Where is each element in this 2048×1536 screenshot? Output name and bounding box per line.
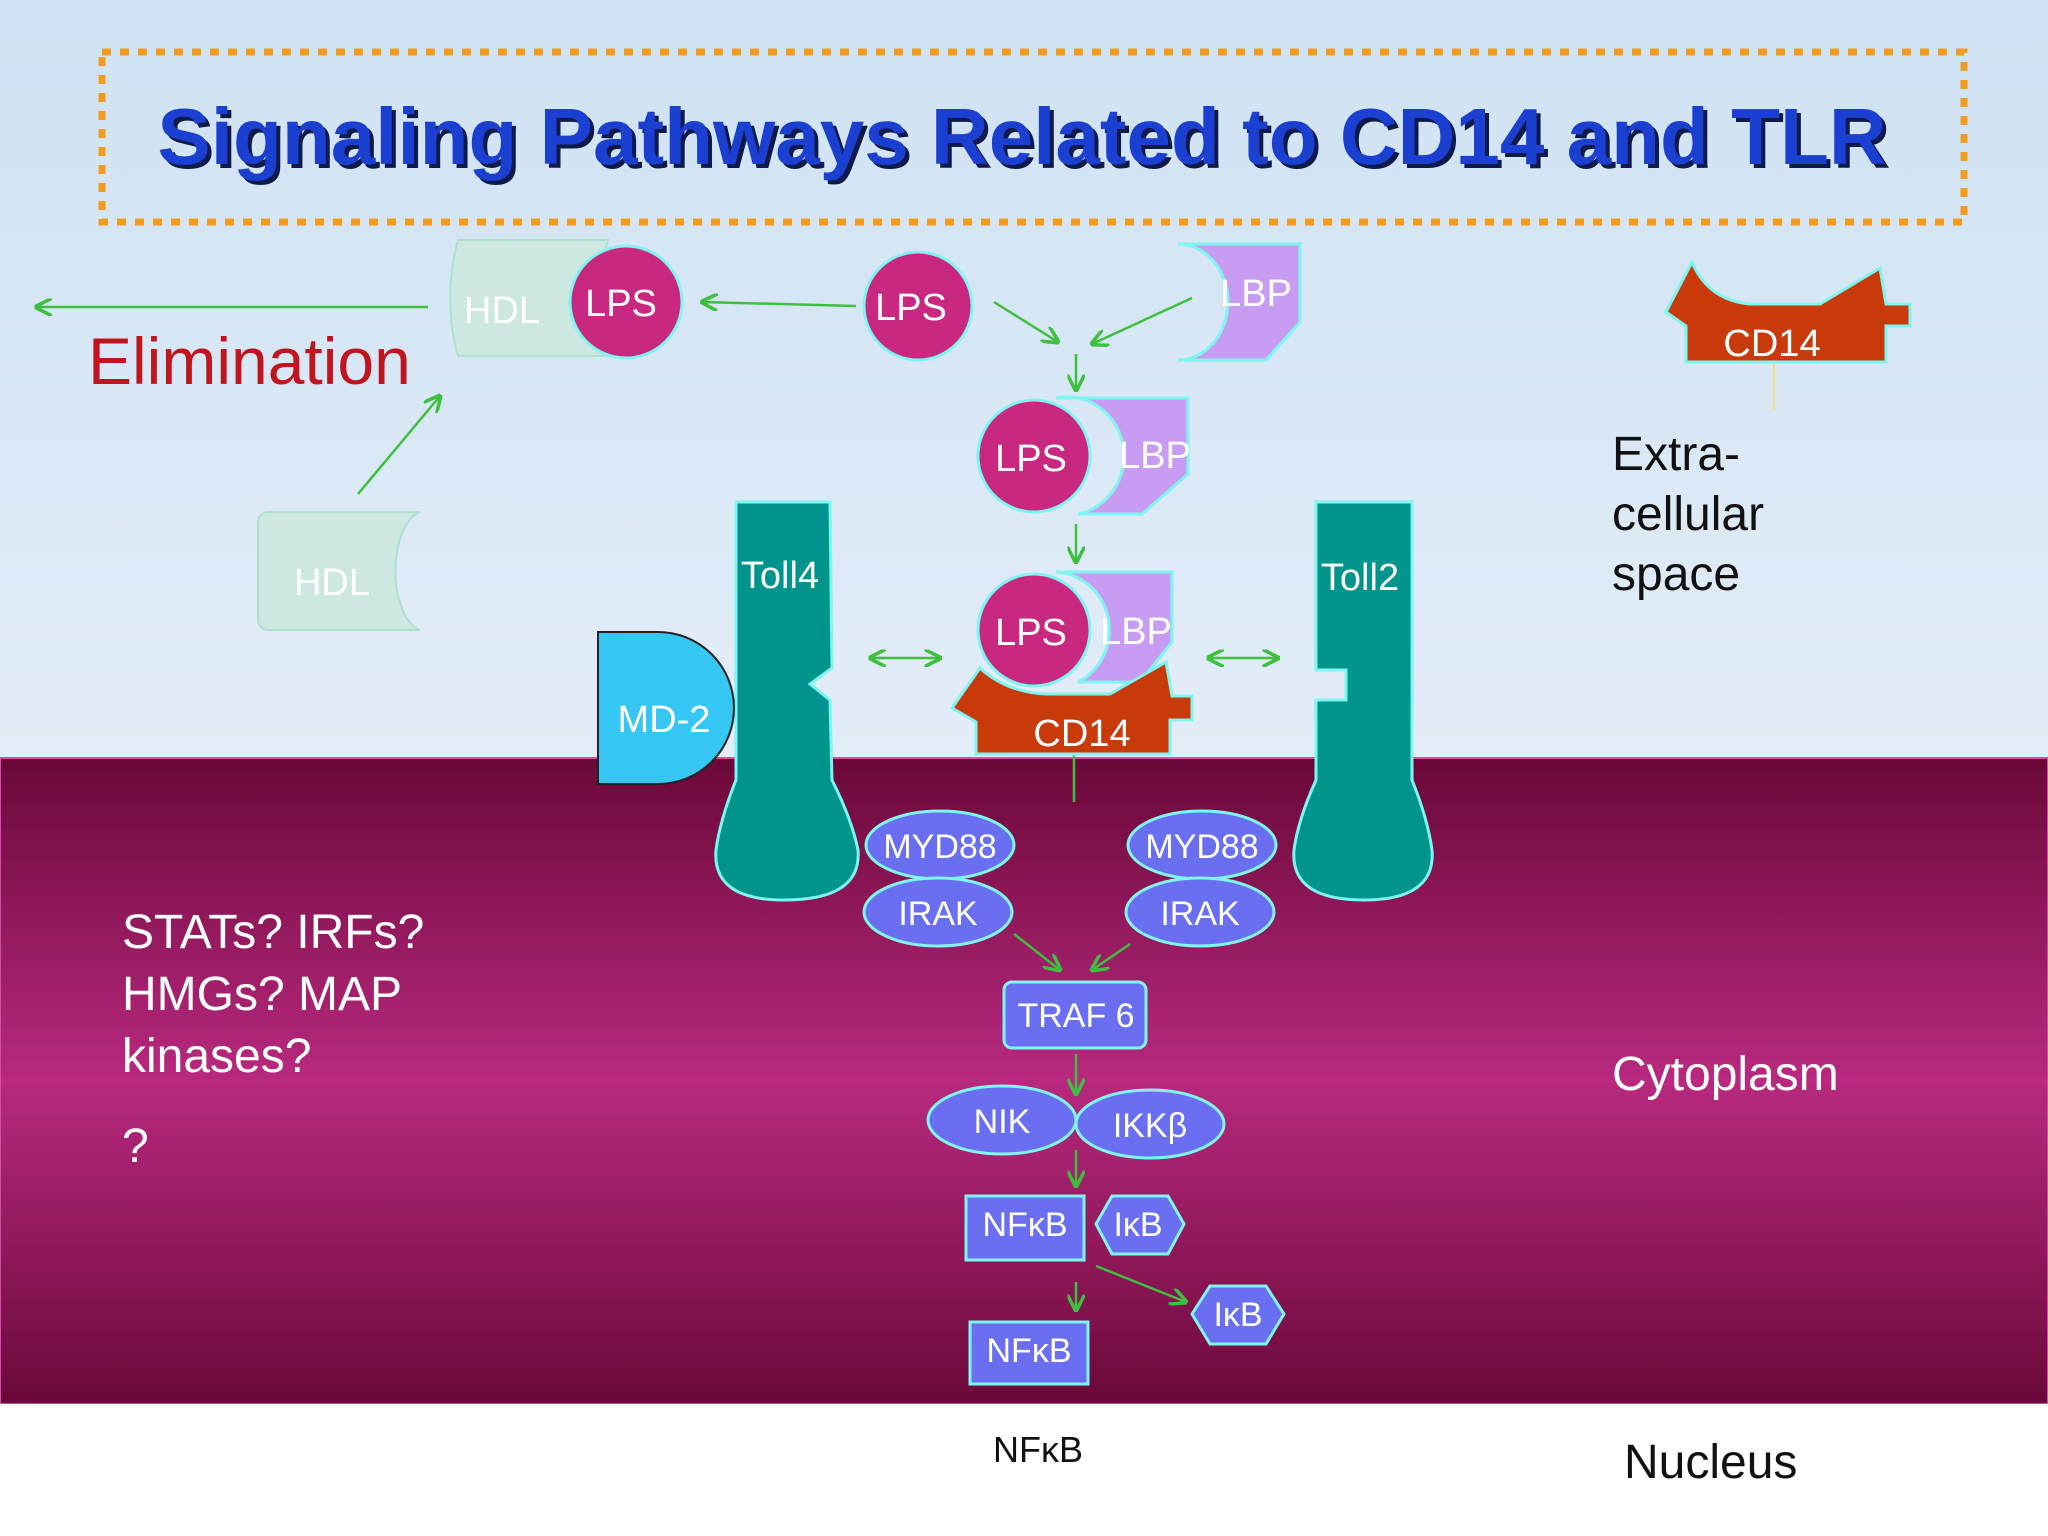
hdl-lps-complex: HDL LPS bbox=[449, 239, 684, 360]
question-line-1: STATs? IRFs? bbox=[122, 906, 424, 959]
toll2-label: Toll2 bbox=[1321, 557, 1399, 599]
myd88-right-label: MYD88 bbox=[1145, 828, 1258, 866]
title-box bbox=[98, 48, 1968, 226]
lps-free: LPS bbox=[862, 250, 974, 362]
elimination-label: Elimination bbox=[88, 324, 411, 398]
nik-label: NIK bbox=[974, 1103, 1031, 1141]
hdl-free: HDL bbox=[257, 511, 421, 631]
arrow-irak-left bbox=[1013, 933, 1060, 970]
arrow-lbp-down bbox=[1092, 296, 1193, 344]
title-shadow: Signaling Pathways Related to CD14 and T… bbox=[161, 96, 1890, 185]
toll2-receptor: Toll2 bbox=[1292, 500, 1434, 902]
arrow-irak-right bbox=[1092, 942, 1131, 970]
lbp-membrane-shape bbox=[1055, 570, 1174, 684]
lbp-free: LBP bbox=[1177, 242, 1302, 362]
arrows bbox=[36, 298, 1278, 1310]
nfkb-free-box bbox=[968, 1320, 1090, 1386]
nucleus-label: Nucleus bbox=[1624, 1436, 1797, 1489]
nfkb-cyto-label: NFκB bbox=[983, 1206, 1068, 1244]
arrow-lps-down bbox=[993, 300, 1058, 342]
lps-lbp-complex: LBP LPS bbox=[976, 395, 1191, 516]
signaling-proteins bbox=[862, 809, 1286, 1386]
lps-bound-hdl bbox=[568, 244, 684, 360]
extracellular-line-3: space bbox=[1612, 548, 1740, 601]
nfkb-cyto-box bbox=[964, 1194, 1086, 1262]
arrow-ikb-release bbox=[1095, 1264, 1186, 1302]
traf6-box bbox=[1002, 980, 1148, 1050]
cytoplasm-label: Cytoplasm bbox=[1612, 1048, 1839, 1101]
cytoplasm-region bbox=[0, 757, 2048, 1405]
extracellular-line-1: Extra- bbox=[1612, 428, 1740, 481]
cd14-free: CD14 bbox=[1664, 258, 1912, 365]
lbp-membrane-label: LBP bbox=[1100, 611, 1172, 653]
extracellular-line-2: cellular bbox=[1612, 488, 1764, 541]
lbp-complex-shape bbox=[1055, 395, 1190, 516]
cd14-free-label: CD14 bbox=[1723, 323, 1820, 365]
question-line-2: HMGs? MAP bbox=[122, 968, 401, 1021]
irak-right bbox=[1124, 876, 1276, 948]
myd88-left-label: MYD88 bbox=[883, 828, 996, 866]
lps-complex-label: LPS bbox=[995, 438, 1067, 480]
md2-label: MD-2 bbox=[618, 699, 711, 741]
lps-free-label: LPS bbox=[875, 287, 947, 329]
lps-membrane-circle bbox=[976, 572, 1092, 688]
traf6-label: TRAF 6 bbox=[1017, 997, 1134, 1035]
lbp-complex-label: LBP bbox=[1119, 435, 1191, 477]
ikb-bound-hex bbox=[1094, 1194, 1186, 1256]
toll2-shape bbox=[1292, 500, 1434, 902]
signaling-protein-labels: MYD88 IRAK MYD88 IRAK TRAF 6 NIK IKKβ NF… bbox=[883, 828, 1262, 1370]
question-line-3: kinases? bbox=[122, 1030, 311, 1083]
ikb-free-label: IκB bbox=[1213, 1296, 1262, 1334]
hdl-label-top: HDL bbox=[464, 290, 540, 332]
cd14-membrane-label: CD14 bbox=[1033, 713, 1130, 755]
lbp-free-label: LBP bbox=[1220, 273, 1292, 315]
toll4-receptor: Toll4 bbox=[714, 500, 860, 902]
toll4-label: Toll4 bbox=[741, 555, 819, 597]
lps-lbp-cd14-complex: LBP CD14 LPS bbox=[949, 570, 1194, 756]
lps-complex-circle bbox=[976, 398, 1092, 514]
arrow-lps-to-hdl bbox=[702, 302, 857, 306]
irak-left bbox=[862, 876, 1014, 948]
irak-left-label: IRAK bbox=[898, 895, 978, 933]
hdl-label-lower: HDL bbox=[294, 562, 370, 604]
ikb-free-hex bbox=[1190, 1284, 1286, 1346]
nfkb-free-label: NFκB bbox=[987, 1332, 1072, 1370]
md2-protein: MD-2 bbox=[597, 631, 735, 785]
cd14-membrane-shape bbox=[949, 659, 1194, 756]
question-mark: ? bbox=[122, 1120, 149, 1173]
ikkb-ellipse bbox=[1074, 1088, 1226, 1160]
cd14-free-shape bbox=[1664, 258, 1912, 364]
hdl-shape-lower bbox=[257, 511, 421, 631]
nfkb-nucleus-label: NFκB bbox=[993, 1429, 1083, 1470]
nucleus-region bbox=[0, 1404, 2048, 1536]
question-text: STATs? IRFs? HMGs? MAP kinases? bbox=[122, 906, 438, 1083]
arrow-hdl-up bbox=[357, 396, 440, 495]
page-title: Signaling Pathways Related to CD14 and T… bbox=[157, 92, 1886, 181]
toll4-shape bbox=[714, 500, 860, 902]
lps-free-circle bbox=[862, 250, 974, 362]
ikb-bound-label: IκB bbox=[1113, 1206, 1162, 1244]
irak-right-label: IRAK bbox=[1160, 895, 1240, 933]
lps-label-hdl: LPS bbox=[585, 283, 657, 325]
ikkb-label: IKKβ bbox=[1113, 1107, 1187, 1145]
lbp-free-shape bbox=[1177, 242, 1302, 362]
lps-membrane-label: LPS bbox=[995, 612, 1067, 654]
extracellular-label: Extra- cellular space bbox=[1612, 428, 1777, 601]
md2-shape bbox=[597, 631, 735, 785]
